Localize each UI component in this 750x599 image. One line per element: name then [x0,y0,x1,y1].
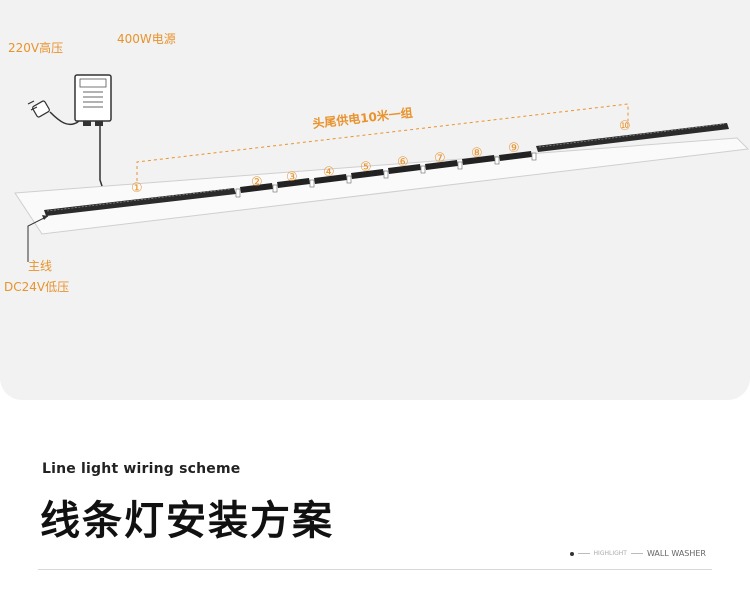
bar-number-7: ⑦ [434,151,446,166]
bar-number-5: ⑤ [360,160,372,175]
light-bar-3 [277,178,310,188]
bar-number-8: ⑧ [471,146,483,161]
group-dashed-line [136,103,629,181]
light-bar-5 [351,169,384,179]
light-bar-1 [44,188,236,216]
tag-divider [577,553,590,554]
wiring-diagram-panel: 220V高压 400W电源 头尾供电10米一组 主线 DC24V低压 ① ② ③… [0,0,750,400]
bar-number-6: ⑥ [397,155,409,170]
section-subtitle: Line light wiring scheme [42,461,241,477]
light-bar-8 [462,155,495,165]
light-bar-2 [240,183,273,193]
label-power-supply: 400W电源 [117,32,176,46]
light-bar-10 [536,123,729,152]
bar-number-4: ④ [323,165,335,180]
bar-number-10: ⑩ [619,119,631,134]
brand-tag: HIGHLIGHT WALL WASHER [569,549,706,558]
floor-surface [14,137,750,235]
tag-divider [630,553,643,554]
label-group: 头尾供电10米一组 [312,105,414,131]
bar-number-3: ③ [286,170,298,185]
label-main-line: 主线 [28,259,52,273]
dc-cable [99,126,103,187]
power-cord [49,111,79,126]
wiring-diagram: 220V高压 400W电源 头尾供电10米一组 主线 DC24V低压 ① ② ③… [4,32,750,294]
light-bar-4 [314,174,347,184]
light-bar-6 [388,164,421,174]
power-supply-icon [74,74,112,126]
bar-number-2: ② [251,175,263,190]
main-line-callout [27,215,49,262]
bullet-icon [569,551,574,556]
bar-number-1: ① [131,181,143,196]
light-bar-7 [425,160,458,170]
label-high-voltage: 220V高压 [8,40,63,55]
light-bar-9 [499,151,532,161]
tag-highlight: HIGHLIGHT [593,550,627,557]
section-divider [38,569,712,570]
section-title: 线条灯安装方案 [40,498,334,544]
plug-icon [27,100,50,118]
bar-number-9: ⑨ [508,141,520,156]
label-low-voltage: DC24V低压 [4,280,69,294]
tag-text: WALL WASHER [646,549,706,558]
